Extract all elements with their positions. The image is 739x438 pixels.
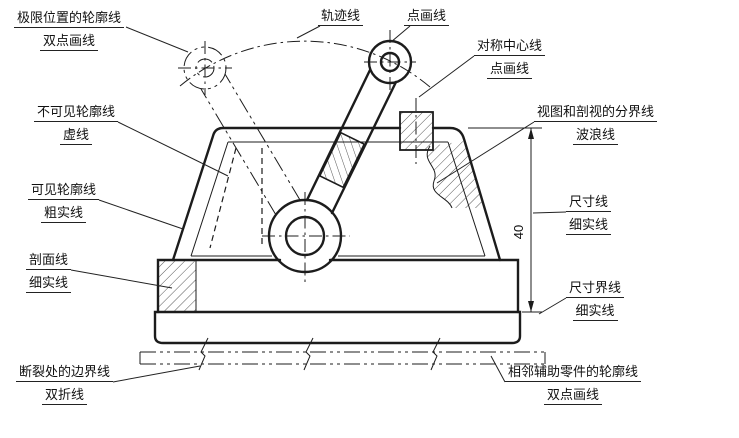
inner-cavity-contour: [190, 141, 486, 257]
leader-trajectory: [296, 25, 321, 39]
leader-extension-line: [538, 297, 567, 315]
label-view-section-boundary: 视图和剖视的分界线 波浪线: [534, 104, 658, 145]
label-dimension-line-type: 细实线: [566, 217, 612, 235]
leader-lines: [70, 25, 567, 383]
label-visible-contour-type: 粗实线: [41, 205, 87, 223]
label-adjacent-part-type: 双点画线: [544, 387, 603, 405]
local-section-hatch: [427, 141, 485, 208]
adjacent-part-outline: [139, 351, 546, 365]
leader-view-section-boundary: [436, 121, 535, 184]
lever-head-center-lines: [364, 30, 416, 94]
label-invisible-contour: 不可见轮廓线 虚线: [34, 104, 119, 145]
label-dimension-line: 尺寸线 细实线: [566, 194, 612, 235]
pivot-center-lines: [262, 192, 350, 284]
label-extension-line: 尺寸界线 细实线: [566, 280, 625, 321]
phantom-lines: [139, 46, 546, 365]
label-extension-line-name: 尺寸界线: [566, 280, 625, 298]
leader-adjacent-part: [490, 355, 506, 383]
label-dot-dash-name: 点画线: [404, 8, 450, 26]
leader-dimension-line: [532, 211, 567, 214]
label-limit-position-name: 极限位置的轮廓线: [14, 10, 125, 28]
leader-symmetry-center: [418, 55, 475, 98]
label-limit-position-type: 双点画线: [40, 33, 99, 51]
hidden-contour-lines: [209, 147, 263, 249]
bottom-plate: [153, 310, 522, 345]
label-visible-contour: 可见轮廓线 粗实线: [28, 182, 100, 223]
label-dot-dash: 点画线: [404, 8, 450, 26]
label-break-boundary: 断裂处的边界线 双折线: [16, 364, 114, 405]
wavy-break-line: [426, 145, 453, 209]
base-outline: [156, 258, 520, 314]
leader-invisible-contour: [117, 121, 229, 177]
label-invisible-contour-type: 虚线: [60, 127, 93, 145]
label-adjacent-part: 相邻辅助零件的轮廓线 双点画线: [505, 364, 642, 405]
trajectory-arc: [179, 40, 431, 88]
phantom-arm-edges: [200, 73, 301, 216]
label-view-section-boundary-type: 波浪线: [573, 127, 619, 145]
body-top-right: [431, 126, 502, 262]
label-symmetry-center-name: 对称中心线: [474, 38, 546, 56]
leader-dot-dash: [390, 25, 411, 43]
body-top-left: [171, 126, 402, 262]
label-extension-line-type: 细实线: [572, 303, 618, 321]
label-section-hatch: 剖面线 细实线: [26, 252, 72, 293]
dimension-value: 40: [511, 225, 526, 239]
label-trajectory-name: 轨迹线: [318, 8, 364, 26]
label-break-boundary-type: 双折线: [42, 387, 88, 405]
base-section-hatch: [159, 261, 196, 311]
label-view-section-boundary-name: 视图和剖视的分界线: [534, 104, 658, 122]
label-adjacent-part-name: 相邻辅助零件的轮廓线: [505, 364, 642, 382]
extension-lines: [468, 127, 542, 313]
label-symmetry-center: 对称中心线 点画线: [474, 38, 546, 79]
leader-limit-position: [125, 26, 189, 53]
phantom-head-inner: [195, 58, 215, 78]
section-hatch-areas: [159, 111, 485, 311]
label-limit-position: 极限位置的轮廓线 双点画线: [14, 10, 125, 51]
label-break-boundary-name: 断裂处的边界线: [16, 364, 114, 382]
label-visible-contour-name: 可见轮廓线: [28, 182, 100, 200]
label-dimension-line-name: 尺寸线: [566, 194, 612, 212]
label-invisible-contour-name: 不可见轮廓线: [34, 104, 119, 122]
center-lines: [178, 30, 431, 284]
thin-solid-lines: [190, 127, 542, 371]
zigzag-break-lines: [198, 337, 441, 371]
leader-visible-contour: [98, 199, 184, 230]
label-section-hatch-type: 细实线: [26, 275, 72, 293]
leader-break-boundary: [112, 365, 201, 383]
phantom-head-outer: [183, 46, 227, 90]
label-trajectory: 轨迹线: [318, 8, 364, 26]
leader-section-hatch: [70, 269, 173, 289]
lever-arm-edges: [305, 68, 398, 215]
label-symmetry-center-type: 点画线: [487, 61, 533, 79]
label-section-hatch-name: 剖面线: [26, 252, 72, 270]
